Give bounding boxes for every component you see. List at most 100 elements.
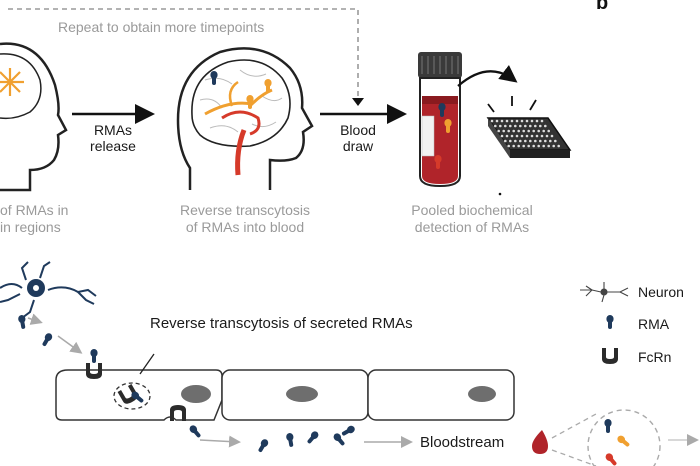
step-3-line-2: detection of RMAs — [414, 219, 530, 235]
plate-well — [557, 144, 560, 148]
plate-well — [509, 139, 512, 143]
plate-well — [527, 129, 530, 133]
plate-well — [512, 129, 515, 133]
plate-well — [527, 144, 530, 148]
plate-well — [510, 119, 514, 123]
plate-well — [537, 129, 540, 133]
plate-well — [547, 144, 550, 148]
plate-well — [535, 119, 539, 123]
dot-mark — [498, 192, 502, 196]
arrow-1-line-1: RMAs — [93, 122, 133, 138]
plate-well — [519, 139, 522, 143]
plate-well — [514, 124, 517, 128]
plate-well — [500, 134, 504, 138]
plate-well — [494, 124, 497, 128]
plate-well — [534, 124, 537, 128]
plate-well — [550, 134, 554, 138]
plate-well — [537, 144, 540, 148]
plate-well — [517, 129, 520, 133]
plate-well — [544, 124, 547, 128]
legend-neuron-label: Neuron — [638, 284, 684, 300]
legend-neuron-icon — [580, 282, 629, 303]
plate-well — [507, 129, 511, 133]
plate-well — [514, 139, 517, 143]
activity-burst-icon — [0, 68, 24, 96]
plate-well — [520, 134, 524, 138]
plate-well — [505, 119, 509, 123]
plate-well — [547, 129, 550, 133]
head-2-icon — [176, 47, 314, 190]
neuron-icon — [0, 261, 97, 319]
endothelial-cell-2 — [221, 369, 369, 421]
plate-well — [540, 119, 544, 123]
step-2-line-1: Reverse transcytosis — [180, 202, 310, 218]
plate-well — [552, 144, 555, 148]
plate-well — [535, 134, 539, 138]
step-2-line-2: of RMAs into blood — [185, 219, 305, 235]
plate-well — [529, 124, 532, 128]
vesicle — [113, 382, 151, 410]
blood-tube-icon — [418, 52, 462, 188]
plate-well — [534, 139, 537, 143]
plate-well — [542, 129, 545, 133]
plate-well — [545, 134, 549, 138]
plate-well — [520, 119, 524, 123]
plate-well — [540, 134, 544, 138]
plate-well — [519, 124, 522, 128]
step-3-line-1: Pooled biochemical — [411, 202, 533, 218]
plate-well — [522, 144, 525, 148]
well-plate-icon — [486, 117, 572, 158]
plate-well — [515, 134, 519, 138]
arrow-2-line-1: Blood — [340, 122, 376, 138]
endothelial-cell-3 — [367, 369, 515, 421]
plate-well — [539, 124, 542, 128]
head-1-icon — [0, 42, 68, 192]
legend-rma-icon — [606, 315, 614, 329]
plate-well — [530, 119, 534, 123]
plate-well — [507, 144, 511, 148]
plate-well — [532, 144, 535, 148]
plate-well — [529, 139, 532, 143]
repeat-loop-arrowhead — [352, 98, 364, 106]
step-1-line-1: of RMAs in — [0, 202, 69, 218]
panel-label: b — [596, 0, 609, 14]
arrow-2-line-2: draw — [342, 138, 374, 154]
plate-well — [549, 139, 552, 143]
plate-well — [505, 134, 509, 138]
legend-fcrn-icon — [602, 348, 618, 364]
plate-well — [554, 139, 557, 143]
bottom-title: Reverse transcytosis of secreted RMAs — [150, 315, 413, 332]
plate-well — [497, 129, 501, 133]
plate-well — [490, 119, 494, 123]
arrow-1-line-2: release — [90, 138, 136, 154]
plate-well — [539, 139, 542, 143]
blood-drop-icon — [532, 430, 548, 454]
plate-well — [522, 129, 525, 133]
bloodstream-label: Bloodstream — [420, 434, 505, 451]
repeat-note: Repeat to obtain more timepoints — [58, 19, 265, 35]
plate-well — [524, 139, 527, 143]
plate-well — [542, 144, 545, 148]
plate-well — [504, 124, 507, 128]
plate-well — [530, 134, 534, 138]
plate-well — [509, 124, 512, 128]
legend-rma-label: RMA — [638, 316, 670, 332]
plate-well — [500, 119, 504, 123]
plate-well — [517, 144, 520, 148]
plate-well — [525, 134, 529, 138]
arrow-to-plate — [457, 64, 518, 87]
plate-well — [525, 119, 529, 123]
plate-well — [524, 124, 527, 128]
plate-well — [512, 144, 515, 148]
plate-well — [499, 124, 502, 128]
plate-well — [532, 129, 535, 133]
plate-well — [544, 139, 547, 143]
plate-well — [510, 134, 514, 138]
endothelial-cell-1 — [55, 369, 223, 421]
signal-lines-icon — [487, 96, 537, 113]
step-1-line-2: in regions — [0, 219, 61, 235]
plate-well — [495, 119, 499, 123]
plate-well — [502, 129, 506, 133]
